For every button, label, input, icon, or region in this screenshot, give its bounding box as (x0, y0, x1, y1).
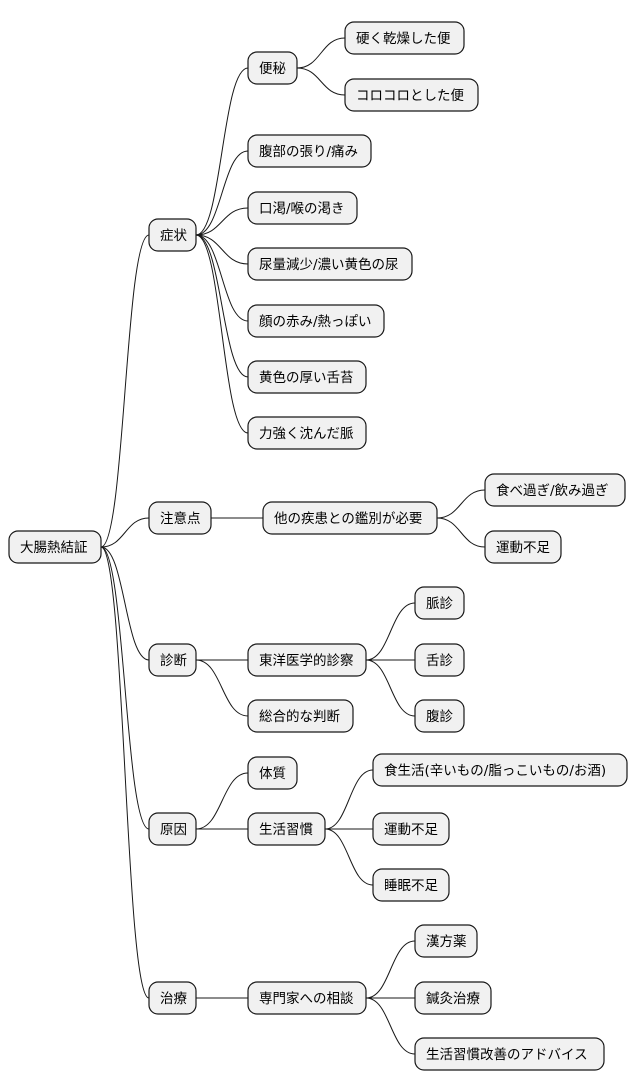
mindmap-edges (100, 37, 486, 1055)
node-lifestyle: 生活習慣 (247, 812, 326, 846)
edge-causes-to-constitution (195, 772, 249, 830)
mindmap-nodes: 大腸熱結証 症状 便秘 硬く乾燥した便 コロコロとした便 腹部の張り/痛み 口渇… (8, 21, 628, 1071)
svg-text:硬く乾燥した便: 硬く乾燥した便 (356, 31, 451, 47)
node-hard-dry-stool: 硬く乾燥した便 (344, 21, 465, 55)
edge-symptoms-to-constipation (195, 67, 249, 236)
node-pellet-stool: コロコロとした便 (344, 78, 479, 112)
svg-text:腹部の張り/痛み: 腹部の張り/痛み (259, 143, 358, 160)
node-symptoms: 症状 (148, 218, 197, 252)
node-overeating: 食べ過ぎ/飲み過ぎ (484, 473, 626, 507)
node-lack-of-sleep: 睡眠不足 (372, 868, 450, 902)
node-lack-of-exercise-2: 運動不足 (372, 812, 450, 846)
svg-text:他の疾患との鑑別が必要: 他の疾患との鑑別が必要 (274, 510, 422, 527)
edge-differential-diagnosis-to-lack-of-exercise-1 (436, 517, 486, 548)
node-diagnosis: 診断 (148, 643, 197, 677)
node-eastern-exam: 東洋医学的診察 (247, 643, 367, 677)
svg-text:漢方薬: 漢方薬 (426, 934, 467, 950)
node-constitution: 体質 (247, 756, 298, 790)
svg-text:食べ過ぎ/飲み過ぎ: 食べ過ぎ/飲み過ぎ (496, 482, 609, 499)
node-pulse-exam: 脈診 (414, 586, 465, 620)
svg-text:尿量減少/濃い黄色の尿: 尿量減少/濃い黄色の尿 (259, 256, 399, 273)
node-root: 大腸熱結証 (8, 530, 102, 564)
svg-text:食生活(辛いもの/脂っこいもの/お酒): 食生活(辛いもの/脂っこいもの/お酒) (384, 762, 606, 779)
svg-text:体質: 体質 (259, 766, 286, 782)
svg-text:生活習慣改善のアドバイス: 生活習慣改善のアドバイス (426, 1047, 588, 1063)
node-yellow-tongue-coat: 黄色の厚い舌苔 (247, 360, 367, 394)
node-abdominal-pain: 腹部の張り/痛み (247, 134, 372, 168)
node-herbal-medicine: 漢方薬 (414, 924, 478, 958)
svg-text:舌診: 舌診 (426, 653, 453, 669)
node-abdominal-exam: 腹診 (414, 699, 465, 733)
node-lifestyle-advice: 生活習慣改善のアドバイス (414, 1037, 605, 1071)
node-consult-specialist: 専門家への相談 (247, 981, 367, 1015)
edge-symptoms-to-abdominal-pain (195, 150, 249, 236)
edge-eastern-exam-to-abdominal-exam (365, 659, 416, 717)
svg-text:治療: 治療 (160, 990, 187, 1007)
node-urine: 尿量減少/濃い黄色の尿 (247, 247, 413, 281)
svg-text:原因: 原因 (160, 822, 187, 838)
svg-text:顔の赤み/熱っぽい: 顔の赤み/熱っぽい (259, 314, 372, 330)
edge-root-to-treatment (100, 546, 150, 999)
edge-root-to-causes (100, 546, 150, 830)
edge-symptoms-to-thirst (195, 207, 249, 236)
node-constipation: 便秘 (247, 51, 298, 85)
node-differential-diagnosis: 他の疾患との鑑別が必要 (262, 501, 438, 535)
node-diet: 食生活(辛いもの/脂っこいもの/お酒) (372, 753, 628, 787)
svg-text:東洋医学的診察: 東洋医学的診察 (259, 652, 354, 669)
svg-text:症状: 症状 (160, 228, 187, 244)
node-lack-of-exercise-1: 運動不足 (484, 530, 562, 564)
node-strong-pulse: 力強く沈んだ脈 (247, 416, 367, 450)
node-overall-judgment: 総合的な判断 (247, 699, 354, 733)
svg-text:鍼灸治療: 鍼灸治療 (426, 990, 480, 1007)
edge-consult-specialist-to-herbal-medicine (365, 940, 416, 999)
svg-text:便秘: 便秘 (259, 61, 286, 77)
edge-root-to-symptoms (100, 234, 150, 548)
edge-root-to-diagnosis (100, 546, 150, 661)
svg-text:大腸熱結証: 大腸熱結証 (20, 540, 88, 556)
edge-consult-specialist-to-lifestyle-advice (365, 997, 416, 1055)
svg-text:黄色の厚い舌苔: 黄色の厚い舌苔 (259, 369, 354, 386)
edge-symptoms-to-urine (195, 234, 249, 265)
svg-text:口渇/喉の渇き: 口渇/喉の渇き (259, 201, 345, 217)
svg-text:注意点: 注意点 (160, 510, 201, 527)
svg-text:診断: 診断 (160, 653, 187, 669)
node-tongue-exam: 舌診 (414, 643, 465, 677)
edge-symptoms-to-red-face (195, 234, 249, 322)
edge-constipation-to-hard-dry-stool (296, 37, 346, 69)
node-cautions: 注意点 (148, 501, 212, 535)
svg-text:専門家への相談: 専門家への相談 (259, 990, 354, 1007)
edge-differential-diagnosis-to-overeating (436, 489, 486, 519)
svg-text:力強く沈んだ脈: 力強く沈んだ脈 (259, 426, 354, 442)
node-treatment: 治療 (148, 981, 197, 1015)
svg-text:総合的な判断: 総合的な判断 (259, 709, 340, 725)
node-causes: 原因 (148, 812, 197, 846)
svg-text:運動不足: 運動不足 (496, 540, 550, 556)
svg-text:運動不足: 運動不足 (384, 822, 438, 838)
edge-lifestyle-to-lack-of-sleep (324, 828, 374, 886)
node-red-face: 顔の赤み/熱っぽい (247, 304, 385, 338)
node-thirst: 口渇/喉の渇き (247, 191, 358, 225)
svg-text:睡眠不足: 睡眠不足 (384, 878, 438, 894)
edge-symptoms-to-yellow-tongue-coat (195, 234, 249, 378)
node-acupuncture: 鍼灸治療 (414, 981, 492, 1015)
edge-eastern-exam-to-pulse-exam (365, 602, 416, 661)
edge-constipation-to-pellet-stool (296, 67, 346, 96)
edge-diagnosis-to-overall-judgment (195, 659, 249, 717)
edge-root-to-cautions (100, 517, 150, 548)
edge-symptoms-to-strong-pulse (195, 234, 249, 434)
svg-text:腹診: 腹診 (426, 708, 453, 725)
svg-text:脈診: 脈診 (426, 596, 453, 612)
svg-text:コロコロとした便: コロコロとした便 (356, 88, 464, 104)
svg-text:生活習慣: 生活習慣 (259, 822, 313, 838)
edge-lifestyle-to-diet (324, 769, 374, 830)
